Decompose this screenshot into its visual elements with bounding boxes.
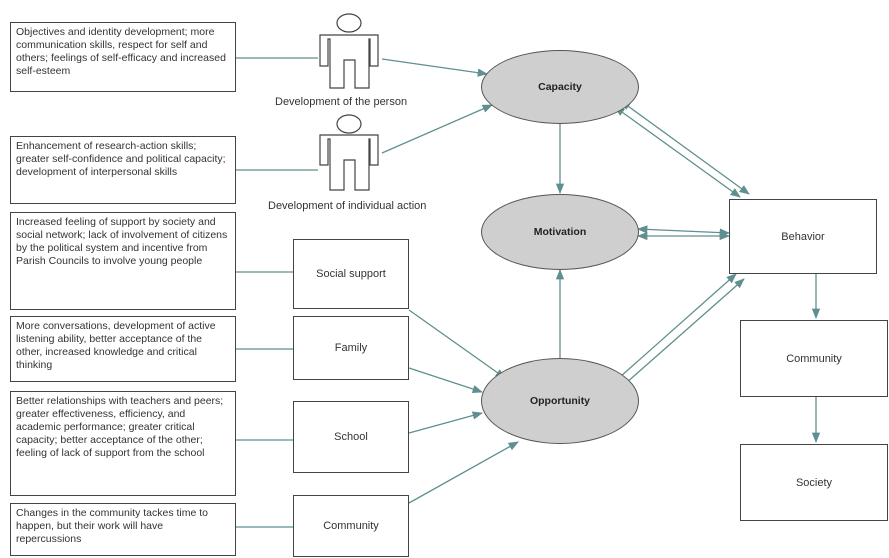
note-person-development: Objectives and identity development; mor…	[10, 22, 236, 92]
arrow-capacity-behavior-a	[614, 106, 741, 198]
ellipse-opportunity: Opportunity	[481, 358, 639, 444]
arrow-school-opportunity	[408, 411, 484, 434]
ellipse-motivation: Motivation	[481, 194, 639, 270]
note-family: More conversations, development of activ…	[10, 316, 236, 382]
ellipse-capacity: Capacity	[481, 50, 639, 124]
arrow-community-opportunity	[408, 441, 519, 504]
box-society: Society	[740, 444, 888, 521]
arrow-person-capacity	[381, 58, 489, 77]
note-community: Changes in the community tackes time to …	[10, 503, 236, 556]
note-school: Better relationships with teachers and p…	[10, 391, 236, 496]
caption-individual-action: Development of individual action	[268, 200, 427, 212]
arrow-family-opportunity	[408, 367, 483, 394]
arrow-opportunity-behavior-b	[616, 278, 745, 392]
caption-person-development: Development of the person	[275, 96, 408, 108]
person-icon-bottom	[319, 114, 379, 191]
note-individual-action: Enhancement of research-action skills; g…	[10, 136, 236, 204]
box-community-source: Community	[293, 495, 409, 557]
box-behavior: Behavior	[729, 199, 877, 274]
arrow-action-capacity	[381, 104, 493, 154]
arrow-motivation-behavior-a	[636, 225, 731, 237]
box-social-support: Social support	[293, 239, 409, 309]
person-icon-top	[319, 13, 379, 89]
arrow-social-opportunity	[408, 309, 506, 379]
box-school: School	[293, 401, 409, 473]
box-family: Family	[293, 316, 409, 380]
arrow-capacity-behavior-b	[620, 100, 750, 195]
arrow-opportunity-behavior-a	[610, 273, 737, 386]
note-social-support: Increased feeling of support by society …	[10, 212, 236, 310]
box-community-outcome: Community	[740, 320, 888, 397]
